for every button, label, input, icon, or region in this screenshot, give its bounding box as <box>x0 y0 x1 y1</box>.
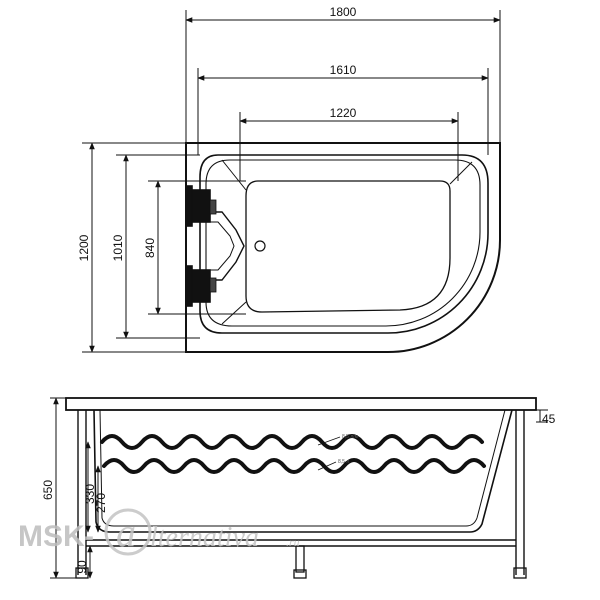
handle-upper <box>185 185 217 227</box>
top-view <box>185 142 501 353</box>
dim-label-1610: 1610 <box>330 63 357 77</box>
dim-label-1200: 1200 <box>77 234 91 261</box>
side-view-dimensions <box>50 397 548 579</box>
feet <box>75 545 527 579</box>
watermark-domain: .ru <box>286 535 300 549</box>
top-view-vertical-dimensions <box>82 142 246 353</box>
handle-lower <box>185 265 217 307</box>
upper-water-note: 8,5 л/м <box>342 434 359 440</box>
dim-label-90: 90 <box>75 560 89 574</box>
dim-label-1010: 1010 <box>111 234 125 261</box>
upper-water-wave <box>100 434 484 450</box>
tub-inner-rim <box>199 154 489 334</box>
watermark-brand: MSK <box>18 520 85 553</box>
headrest-shape <box>200 211 245 281</box>
drain-hole <box>254 240 266 252</box>
dim-label-45: 45 <box>542 412 556 426</box>
tub-outer-outline <box>185 142 501 353</box>
tub-inner-rim-2 <box>205 159 481 327</box>
dim-label-840: 840 <box>143 238 157 258</box>
svg-text:-: - <box>84 520 94 553</box>
watermark-tail: lternativa <box>150 522 259 553</box>
tub-rim <box>65 397 537 411</box>
watermark-logo-icon <box>104 508 152 556</box>
watermark: MSK - a lternativa .ru <box>18 508 300 556</box>
lower-water-wave <box>102 458 486 474</box>
dim-label-650: 650 <box>41 480 55 500</box>
water-level-lines <box>100 434 486 474</box>
dim-label-1800: 1800 <box>330 5 357 19</box>
top-view-horizontal-dimensions <box>185 10 501 181</box>
tub-bottom-outline <box>245 180 451 313</box>
support-frame <box>77 410 525 575</box>
dim-label-270: 270 <box>94 493 108 513</box>
watermark-logo-letter: a <box>116 510 136 555</box>
dim-label-1220: 1220 <box>330 106 357 120</box>
dim-label-330: 330 <box>83 484 97 504</box>
lower-water-note: 8,5 л <box>338 459 349 465</box>
